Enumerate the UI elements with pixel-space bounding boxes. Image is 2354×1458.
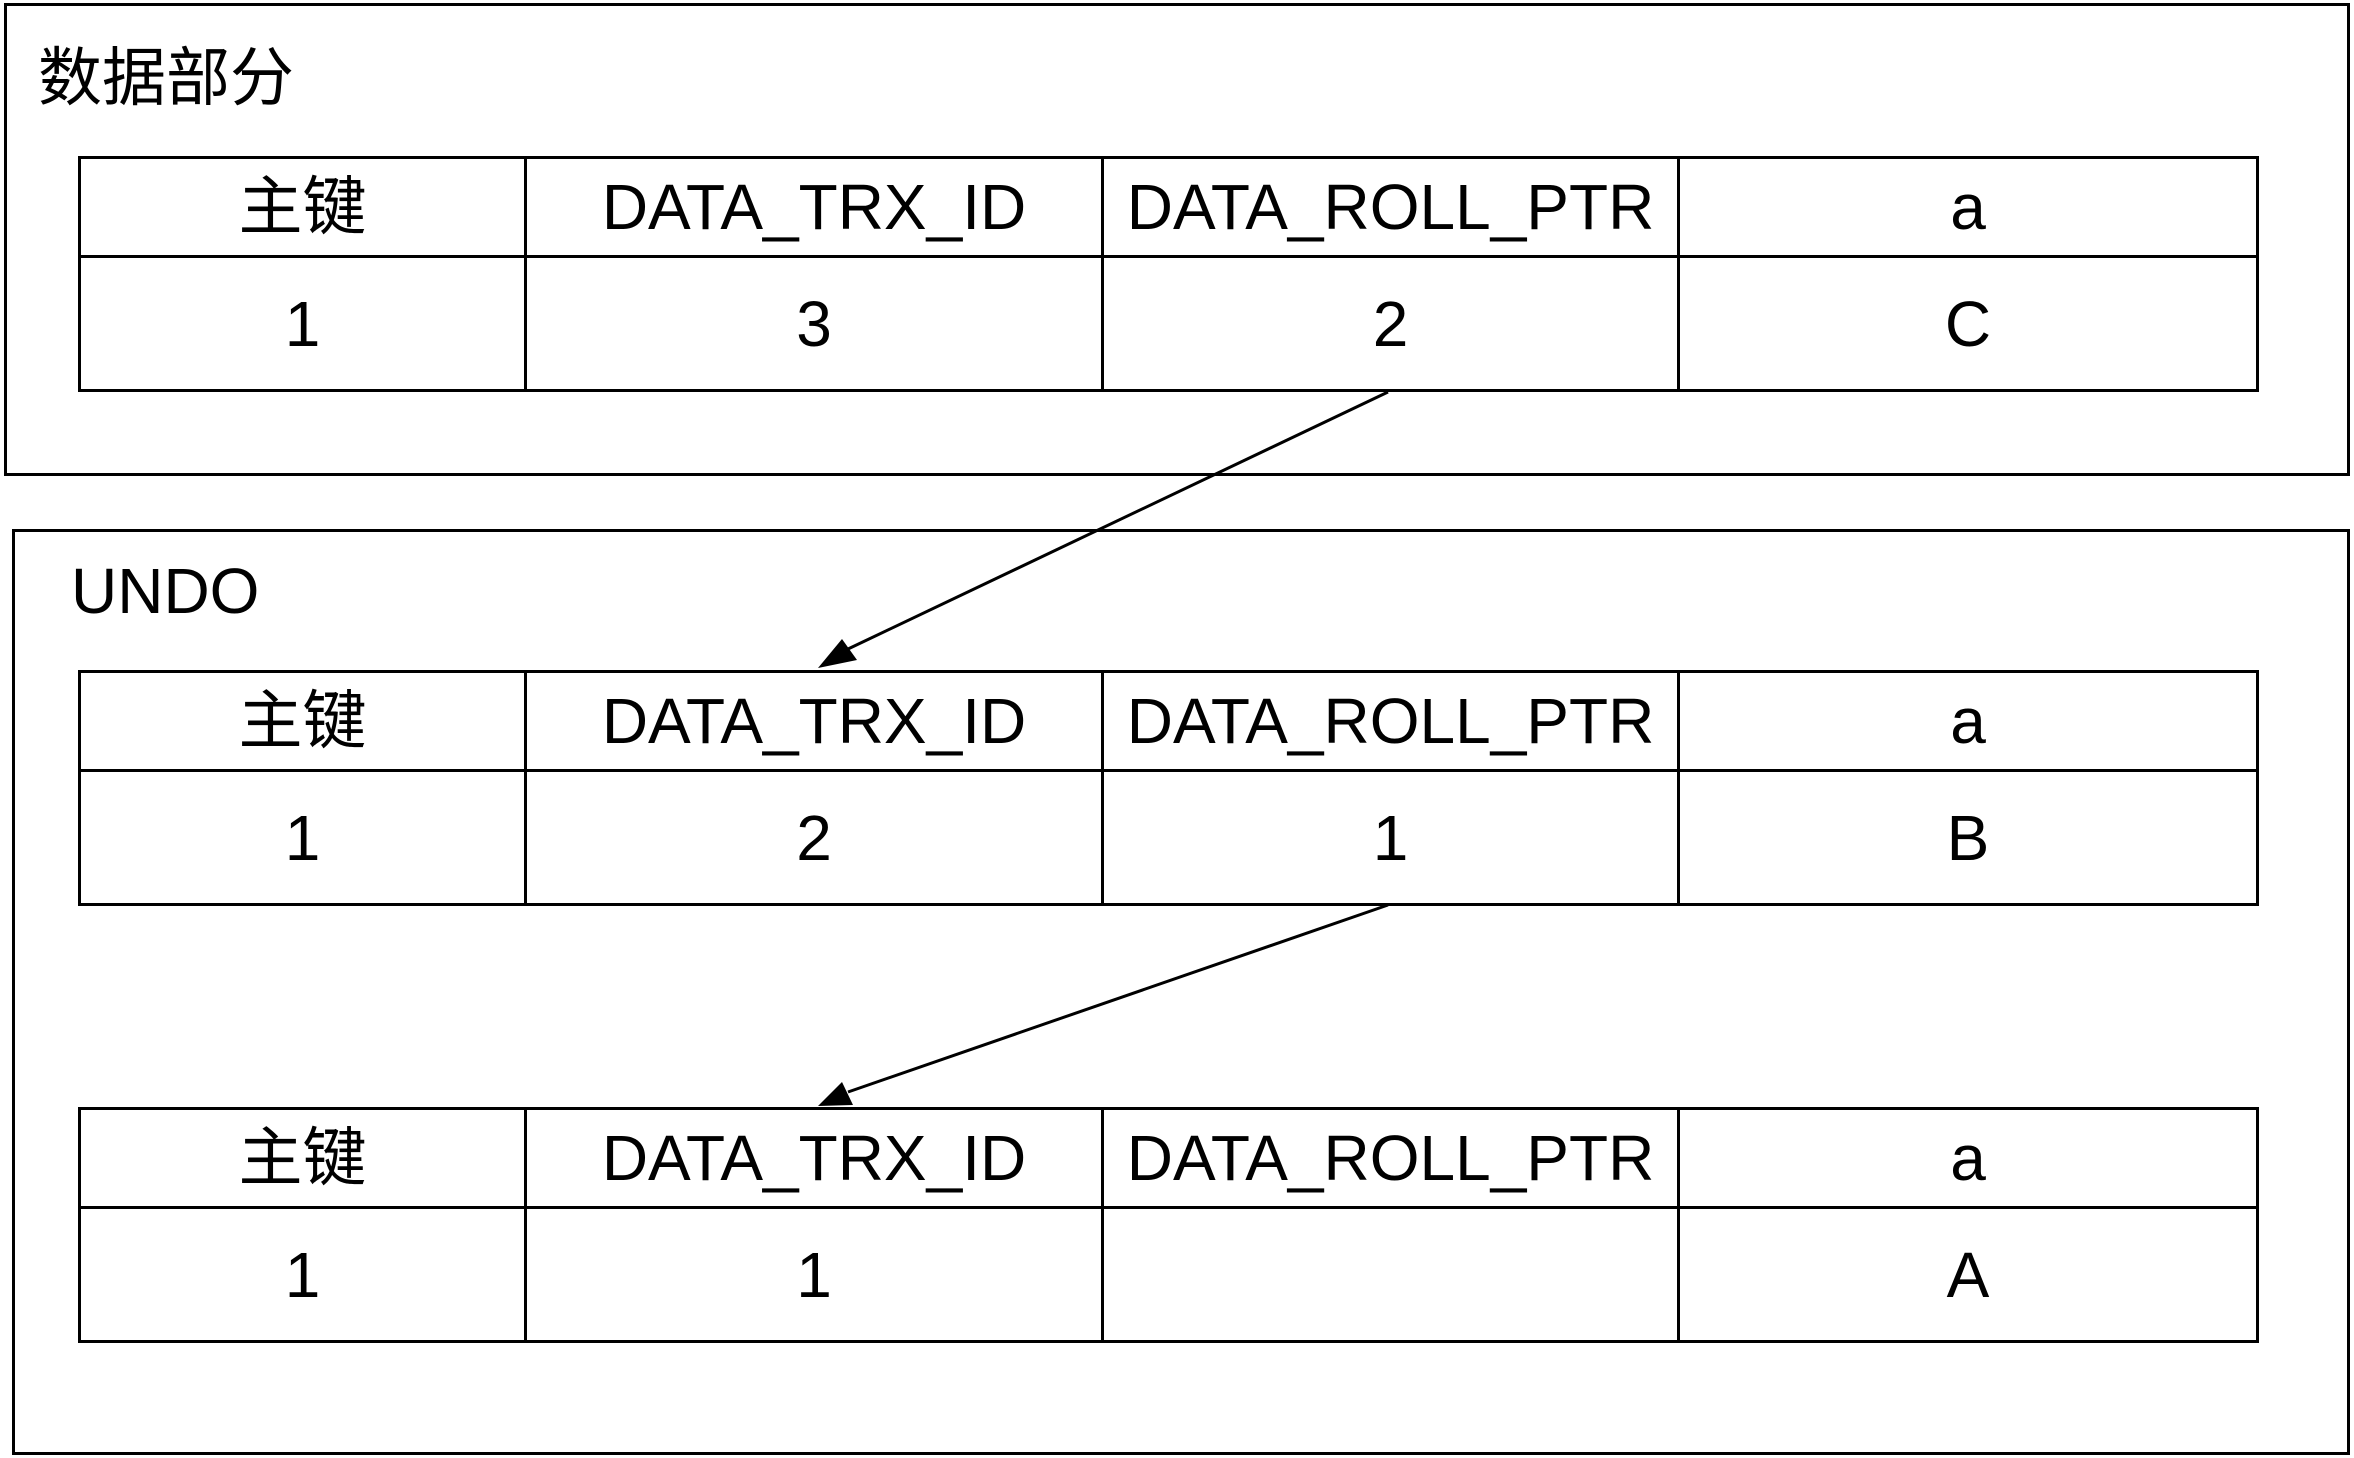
- column-header-primary-key: 主键: [78, 1106, 527, 1210]
- cell-a: A: [1677, 1206, 2259, 1343]
- undo-record: 主键 DATA_TRX_ID DATA_ROLL_PTR a 1 2 1 B: [78, 669, 2259, 906]
- column-header-data-trx-id: DATA_TRX_ID: [524, 155, 1104, 259]
- record-value-row: 1 2 1 B: [78, 769, 2259, 906]
- record-header-row: 主键 DATA_TRX_ID DATA_ROLL_PTR a: [78, 155, 2259, 259]
- cell-data-roll-ptr: 2: [1101, 255, 1680, 392]
- undo-record: 主键 DATA_TRX_ID DATA_ROLL_PTR a 1 1 A: [78, 1106, 2259, 1343]
- cell-primary-key: 1: [78, 769, 527, 906]
- column-header-data-roll-ptr: DATA_ROLL_PTR: [1101, 155, 1680, 259]
- cell-data-trx-id: 1: [524, 1206, 1104, 1343]
- column-header-data-roll-ptr: DATA_ROLL_PTR: [1101, 1106, 1680, 1210]
- column-header-a: a: [1677, 155, 2259, 259]
- column-header-data-trx-id: DATA_TRX_ID: [524, 1106, 1104, 1210]
- cell-data-roll-ptr: [1101, 1206, 1680, 1343]
- record-value-row: 1 3 2 C: [78, 255, 2259, 392]
- column-header-data-roll-ptr: DATA_ROLL_PTR: [1101, 669, 1680, 773]
- cell-a: C: [1677, 255, 2259, 392]
- column-header-a: a: [1677, 1106, 2259, 1210]
- data-record: 主键 DATA_TRX_ID DATA_ROLL_PTR a 1 3 2 C: [78, 155, 2259, 392]
- column-header-primary-key: 主键: [78, 155, 527, 259]
- record-header-row: 主键 DATA_TRX_ID DATA_ROLL_PTR a: [78, 669, 2259, 773]
- cell-a: B: [1677, 769, 2259, 906]
- cell-primary-key: 1: [78, 1206, 527, 1343]
- cell-data-trx-id: 2: [524, 769, 1104, 906]
- record-header-row: 主键 DATA_TRX_ID DATA_ROLL_PTR a: [78, 1106, 2259, 1210]
- column-header-a: a: [1677, 669, 2259, 773]
- column-header-primary-key: 主键: [78, 669, 527, 773]
- cell-data-trx-id: 3: [524, 255, 1104, 392]
- record-value-row: 1 1 A: [78, 1206, 2259, 1343]
- data-section-title: 数据部分: [38, 42, 294, 114]
- cell-data-roll-ptr: 1: [1101, 769, 1680, 906]
- cell-primary-key: 1: [78, 255, 527, 392]
- undo-section-title: UNDO: [71, 555, 260, 627]
- column-header-data-trx-id: DATA_TRX_ID: [524, 669, 1104, 773]
